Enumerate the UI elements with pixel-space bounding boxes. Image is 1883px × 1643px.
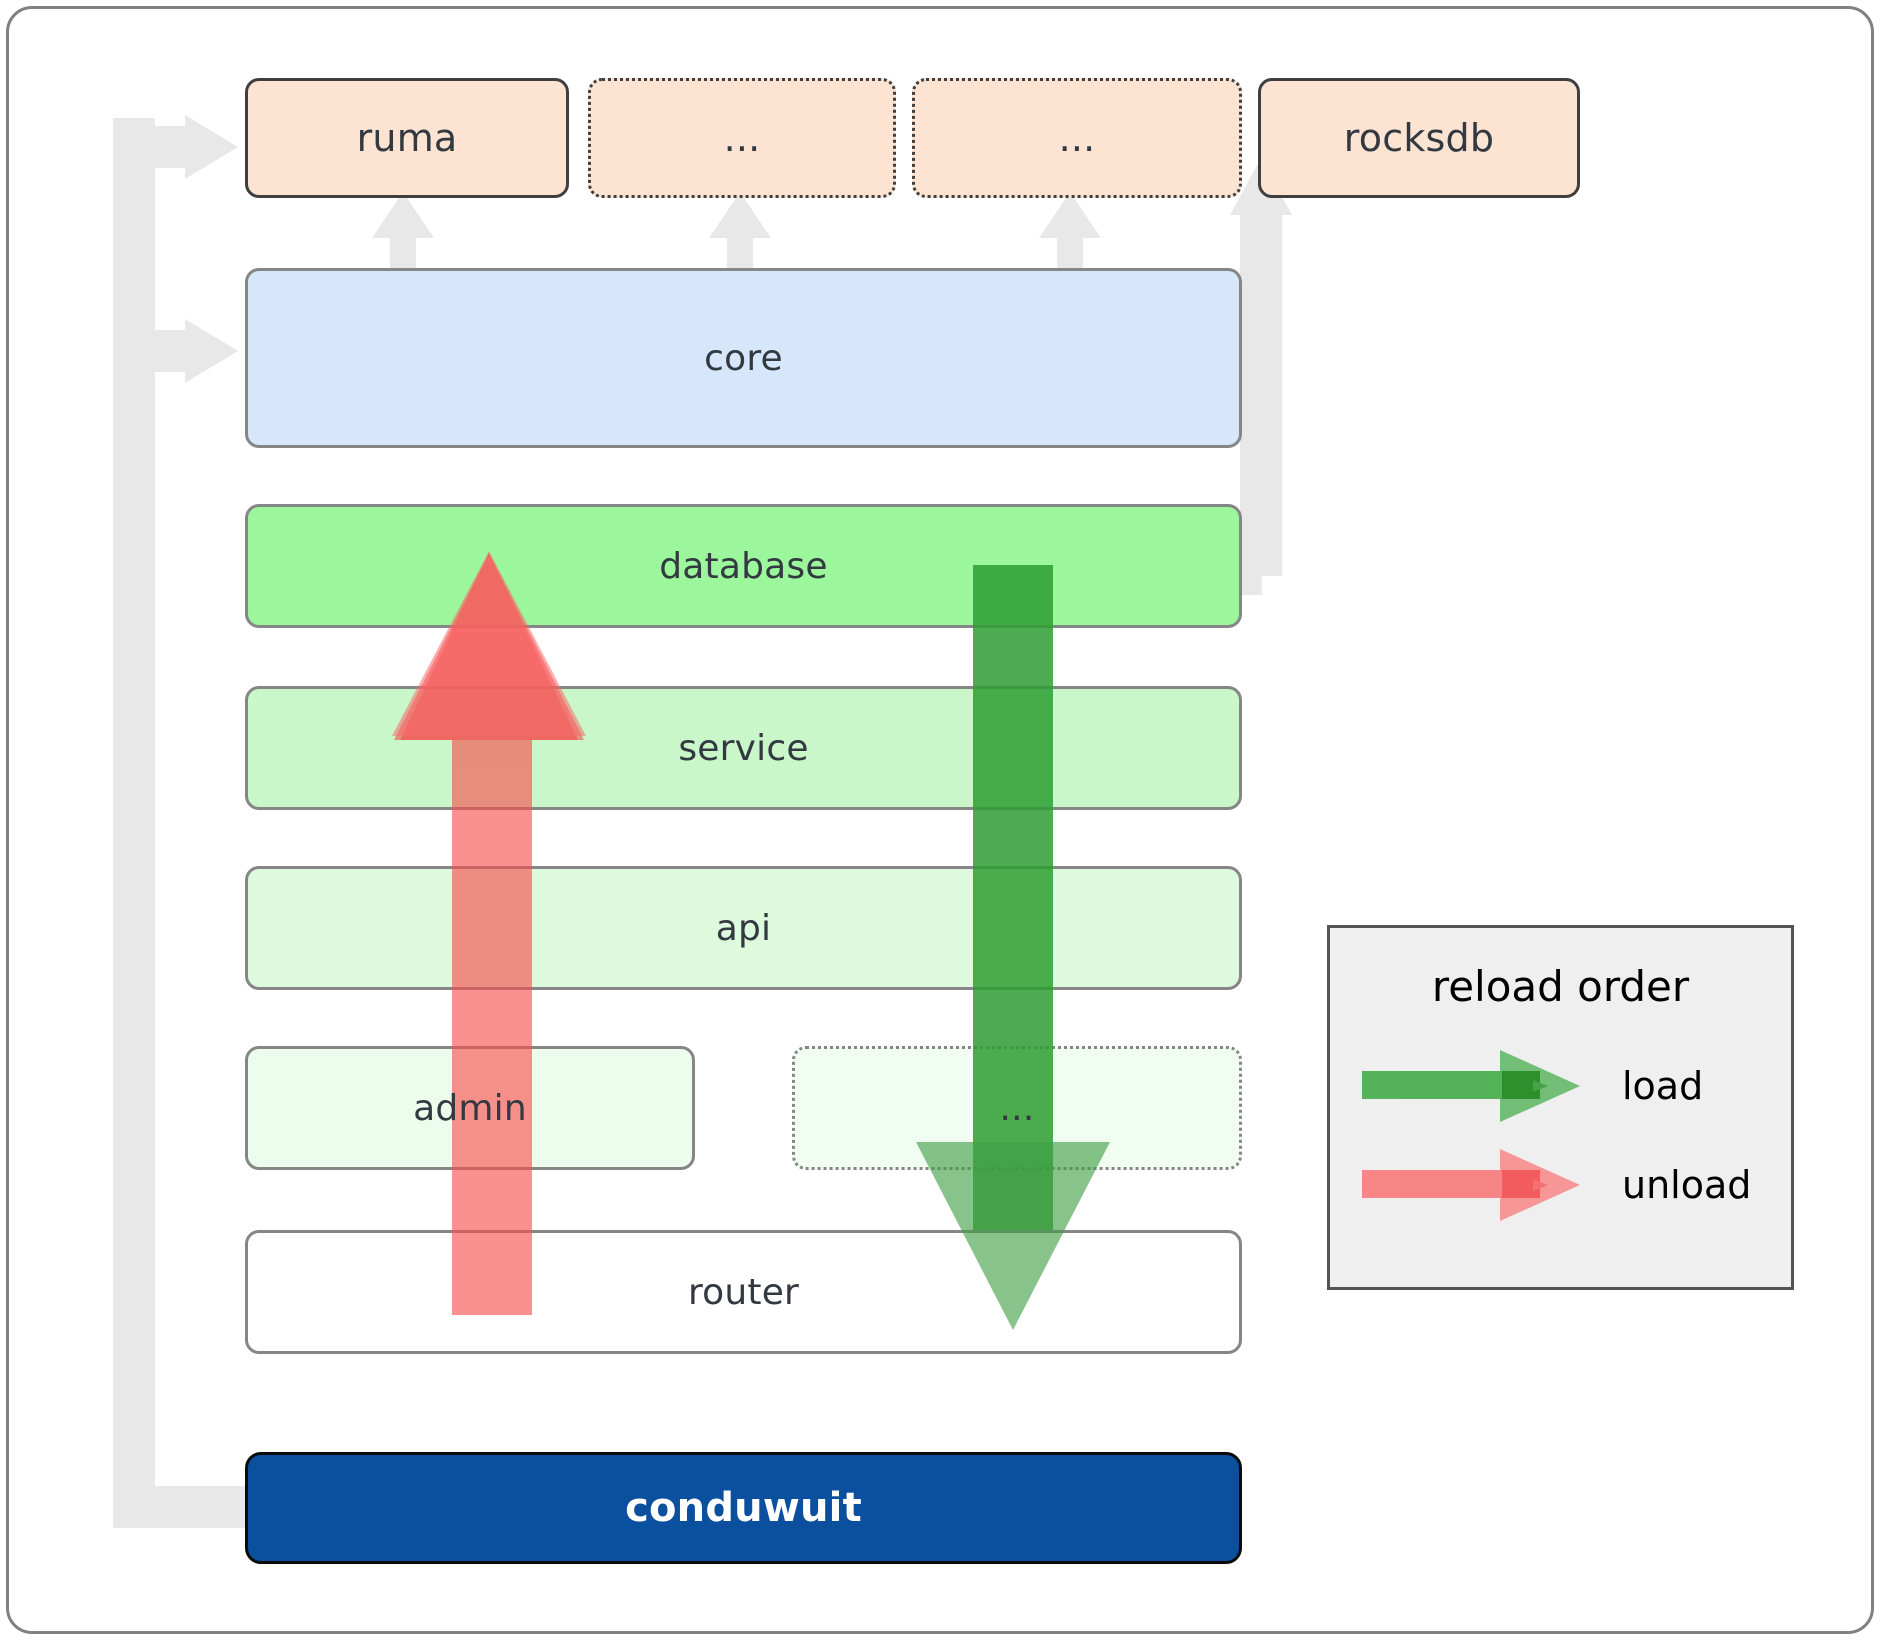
dependency-label: ... — [1058, 116, 1096, 160]
dependency-box-rocksdb[interactable]: rocksdb — [1258, 78, 1580, 198]
legend-swatch-unload — [1362, 1149, 1580, 1221]
app-label: conduwuit — [625, 1485, 862, 1531]
legend-label-unload: unload — [1622, 1163, 1752, 1207]
layer-box-service[interactable]: service — [245, 686, 1242, 810]
layer-box-admin[interactable]: admin — [245, 1046, 695, 1170]
dependency-box-placeholder-2[interactable]: ... — [912, 78, 1242, 198]
legend-title: reload order — [1431, 962, 1690, 1011]
layer-label: ... — [999, 1087, 1035, 1129]
legend-swatch-load — [1362, 1050, 1580, 1122]
dependency-box-placeholder-1[interactable]: ... — [588, 78, 896, 198]
legend-swatch-layer — [1362, 1050, 1580, 1221]
app-box-conduwuit[interactable]: conduwuit — [245, 1452, 1242, 1564]
dependency-label: ruma — [356, 116, 458, 160]
dependency-box-ruma[interactable]: ruma — [245, 78, 569, 198]
layer-box-api[interactable]: api — [245, 866, 1242, 990]
layer-box-placeholder[interactable]: ... — [792, 1046, 1242, 1170]
legend-label-load: load — [1622, 1064, 1704, 1108]
dependency-label: ... — [723, 116, 761, 160]
dependency-label: rocksdb — [1343, 116, 1495, 160]
layer-label: database — [659, 545, 828, 587]
layer-box-router[interactable]: router — [245, 1230, 1242, 1354]
core-box[interactable]: core — [245, 268, 1242, 448]
legend-panel: reload order load unload — [1327, 925, 1794, 1290]
core-label: core — [704, 337, 783, 379]
layer-label: api — [715, 907, 772, 949]
diagram-frame — [6, 6, 1874, 1634]
layer-label: router — [687, 1271, 800, 1313]
layer-label: admin — [413, 1087, 527, 1129]
layer-box-database[interactable]: database — [245, 504, 1242, 628]
layer-label: service — [678, 727, 809, 769]
